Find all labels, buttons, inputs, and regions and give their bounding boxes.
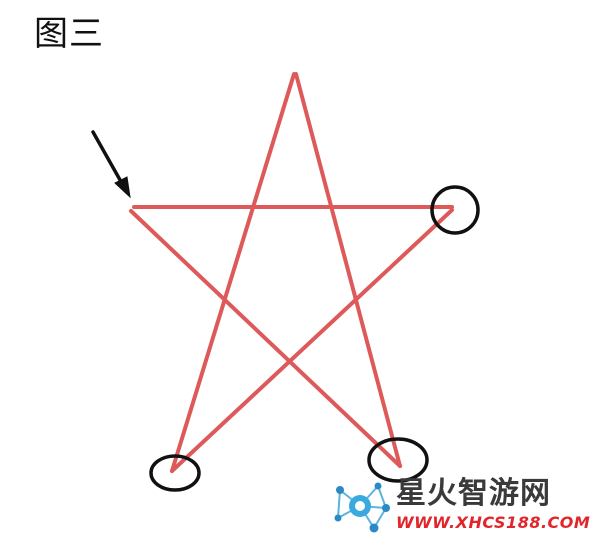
star-stroke-bottom-right-to-top (294, 72, 402, 468)
network-nodes-icon (334, 482, 390, 533)
star-stroke-bottom-left-to-right (170, 208, 454, 473)
figure-label: 图三 (34, 14, 104, 54)
star-stroke-top-to-bottom-left (170, 72, 296, 473)
pointer-arrow-icon (91, 130, 131, 199)
circle-marker-bottom-left-point (149, 454, 201, 492)
watermark-title: 星火智游网 (396, 476, 551, 511)
star-stroke-left-to-bottom-right (129, 209, 402, 468)
watermark-url: WWW.XHCS188.COM (396, 513, 590, 532)
watermark: 星火智游网 WWW.XHCS188.COM (330, 474, 590, 537)
circle-marker-bottom-right-point (367, 437, 429, 483)
circle-marker-right-point (430, 185, 480, 235)
